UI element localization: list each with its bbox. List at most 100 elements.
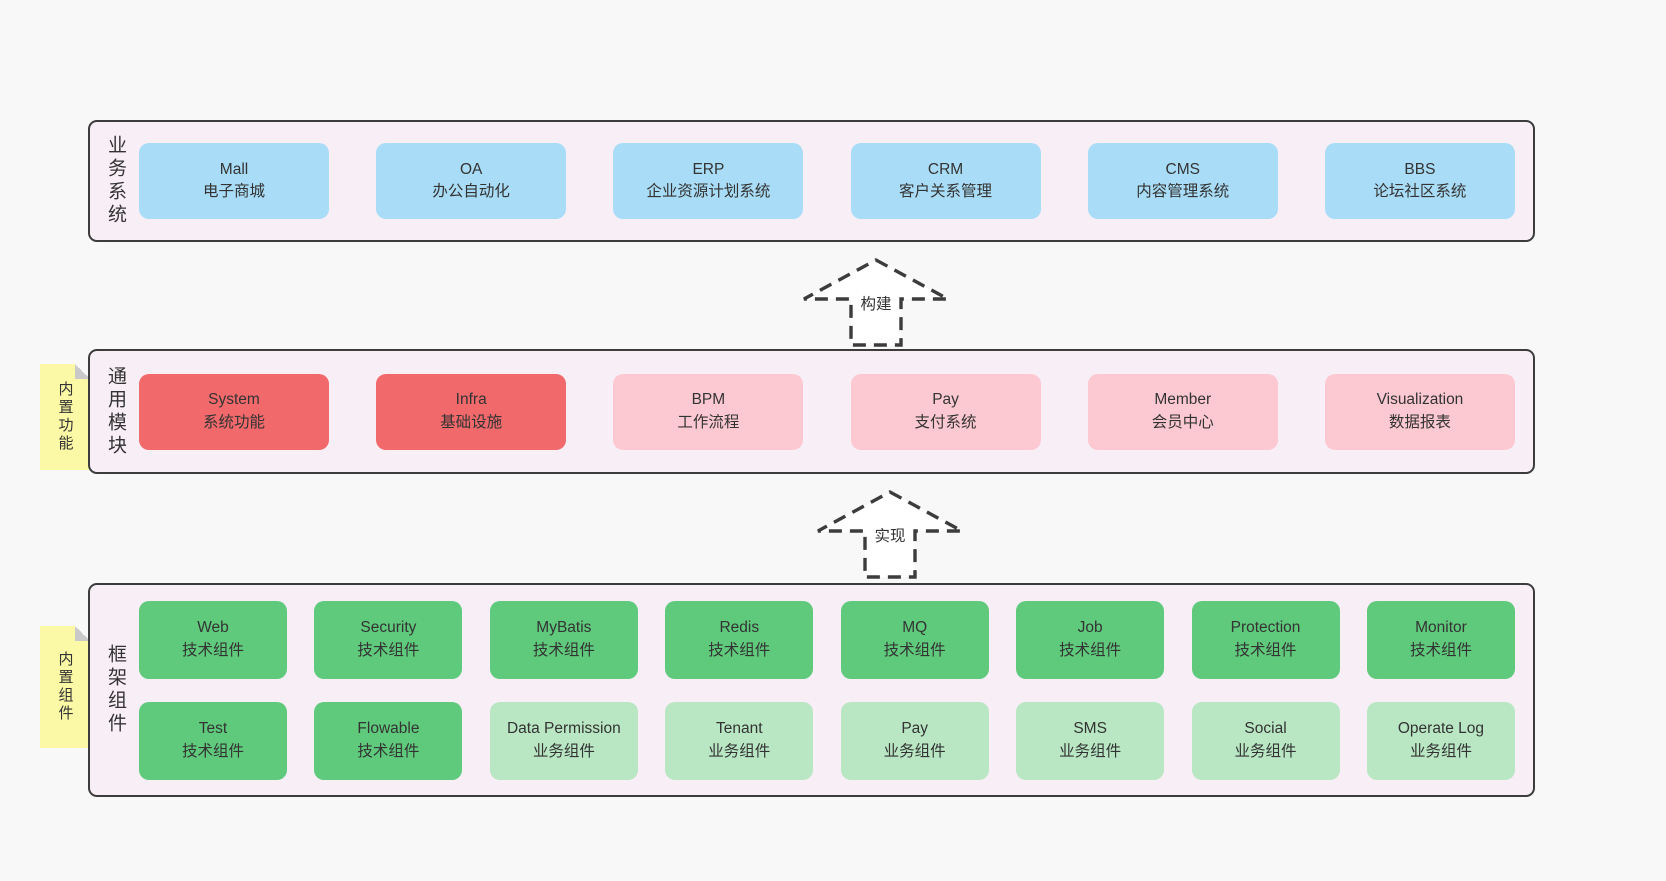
box-subtitle: 工作流程	[677, 413, 740, 431]
common-modules-row: System 系统功能 Infra 基础设施 BPM 工作流程 Pay 支付系统…	[129, 351, 1533, 472]
box-title: Test	[198, 720, 228, 738]
box-subtitle: 技术组件	[883, 641, 946, 659]
box-subtitle: 技术组件	[357, 742, 420, 760]
box-bbs: BBS 论坛社区系统	[1324, 143, 1515, 219]
box-title: SMS	[1073, 720, 1107, 738]
box-title: CMS	[1165, 160, 1200, 178]
box-title: MQ	[902, 619, 928, 637]
box-title: Redis	[719, 619, 760, 637]
box-pay-component: Pay 业务组件	[840, 701, 989, 780]
box-mall: Mall 电子商城	[139, 143, 329, 219]
box-protection: Protection 技术组件	[1191, 600, 1340, 679]
box-infra: Infra 基础设施	[376, 373, 567, 450]
box-visualization: Visualization 数据报表	[1324, 373, 1515, 450]
box-subtitle: 论坛社区系统	[1373, 183, 1467, 200]
box-subtitle: 技术组件	[708, 641, 771, 659]
section-common-modules: 通用模块 System 系统功能 Infra 基础设施 BPM 工作流程 Pay…	[88, 349, 1535, 474]
box-social: Social 业务组件	[1191, 701, 1340, 780]
box-subtitle: 企业资源计划系统	[646, 183, 771, 200]
box-subtitle: 技术组件	[1059, 641, 1122, 659]
sticky-note-builtin-components: 内置组件	[40, 626, 90, 748]
section-common-modules-label: 通用模块	[105, 365, 126, 458]
box-title: Pay	[901, 720, 929, 738]
box-crm: CRM 客户关系管理	[850, 143, 1041, 219]
box-subtitle: 基础设施	[440, 413, 503, 431]
box-flowable: Flowable 技术组件	[314, 701, 463, 780]
box-title: Visualization	[1376, 391, 1464, 409]
box-job: Job 技术组件	[1016, 600, 1165, 679]
box-title: Operate Log	[1397, 720, 1485, 738]
box-sms: SMS 业务组件	[1016, 701, 1165, 780]
box-title: Pay	[932, 391, 959, 409]
box-tenant: Tenant 业务组件	[665, 701, 814, 780]
box-title: OA	[459, 160, 483, 178]
box-member: Member 会员中心	[1087, 373, 1278, 450]
box-subtitle: 支付系统	[914, 413, 977, 431]
box-title: System	[208, 391, 260, 409]
box-subtitle: 技术组件	[1234, 641, 1297, 659]
box-data-permission: Data Permission 业务组件	[489, 701, 638, 780]
box-title: Security	[360, 619, 417, 637]
box-subtitle: 会员中心	[1151, 413, 1214, 431]
box-bpm: BPM 工作流程	[613, 373, 804, 450]
box-subtitle: 技术组件	[532, 641, 595, 659]
sticky-note-label: 内置功能	[56, 381, 74, 453]
box-subtitle: 技术组件	[1409, 641, 1472, 659]
box-subtitle: 办公自动化	[432, 183, 510, 200]
box-pay-module: Pay 支付系统	[850, 373, 1041, 450]
arrow-up-build: 构建	[798, 256, 954, 350]
section-framework-components-label: 框架组件	[105, 644, 126, 736]
box-title: Protection	[1230, 619, 1301, 637]
box-subtitle: 技术组件	[181, 641, 244, 659]
box-subtitle: 业务组件	[1059, 742, 1122, 760]
box-title: Flowable	[357, 720, 420, 738]
box-title: BPM	[691, 391, 726, 409]
box-monitor: Monitor 技术组件	[1366, 600, 1515, 679]
box-title: Monitor	[1415, 619, 1467, 637]
box-system: System 系统功能	[139, 373, 329, 450]
box-title: Web	[197, 619, 229, 637]
box-subtitle: 业务组件	[708, 742, 771, 760]
box-security: Security 技术组件	[314, 600, 463, 679]
business-systems-row: Mall 电子商城 OA 办公自动化 ERP 企业资源计划系统 CRM 客户关系…	[129, 122, 1533, 240]
sticky-note-label: 内置组件	[56, 651, 74, 723]
box-title: Data Permission	[506, 720, 621, 738]
box-title: Infra	[455, 391, 487, 409]
box-title: ERP	[692, 160, 725, 178]
box-title: BBS	[1404, 160, 1436, 178]
box-mq: MQ 技术组件	[840, 600, 989, 679]
box-subtitle: 业务组件	[1234, 742, 1297, 760]
box-subtitle: 业务组件	[532, 742, 595, 760]
box-subtitle: 电子商城	[202, 183, 265, 200]
box-title: Social	[1244, 720, 1287, 738]
section-business-systems: 业务系统 Mall 电子商城 OA 办公自动化 ERP 企业资源计划系统 CRM…	[88, 120, 1535, 242]
box-subtitle: 业务组件	[883, 742, 946, 760]
biz-components-row: Test 技术组件 Flowable 技术组件 Data Permission …	[139, 701, 1515, 780]
arrow-build-label: 构建	[857, 292, 895, 314]
box-subtitle: 技术组件	[357, 641, 420, 659]
box-test: Test 技术组件	[139, 701, 287, 780]
box-subtitle: 系统功能	[202, 413, 265, 431]
section-framework-components: 框架组件 Web 技术组件 Security 技术组件 MyBatis 技术组件…	[88, 583, 1535, 797]
box-title: Mall	[219, 160, 249, 178]
box-mybatis: MyBatis 技术组件	[489, 600, 638, 679]
box-subtitle: 客户关系管理	[899, 183, 993, 200]
box-oa: OA 办公自动化	[376, 143, 567, 219]
arrow-implement-label: 实现	[871, 524, 909, 546]
box-subtitle: 内容管理系统	[1136, 183, 1230, 200]
box-title: Member	[1154, 391, 1212, 409]
box-title: Tenant	[715, 720, 763, 738]
framework-components-rows: Web 技术组件 Security 技术组件 MyBatis 技术组件 Redi…	[129, 585, 1533, 795]
box-subtitle: 数据报表	[1388, 413, 1451, 431]
arrow-up-implement: 实现	[812, 488, 968, 582]
box-operate-log: Operate Log 业务组件	[1366, 701, 1515, 780]
tech-components-row: Web 技术组件 Security 技术组件 MyBatis 技术组件 Redi…	[139, 600, 1515, 679]
box-title: Job	[1077, 619, 1103, 637]
box-subtitle: 技术组件	[181, 742, 244, 760]
box-title: MyBatis	[536, 619, 592, 637]
box-subtitle: 业务组件	[1409, 742, 1472, 760]
box-cms: CMS 内容管理系统	[1087, 143, 1278, 219]
box-title: CRM	[927, 160, 964, 178]
section-business-systems-label: 业务系统	[105, 135, 126, 227]
